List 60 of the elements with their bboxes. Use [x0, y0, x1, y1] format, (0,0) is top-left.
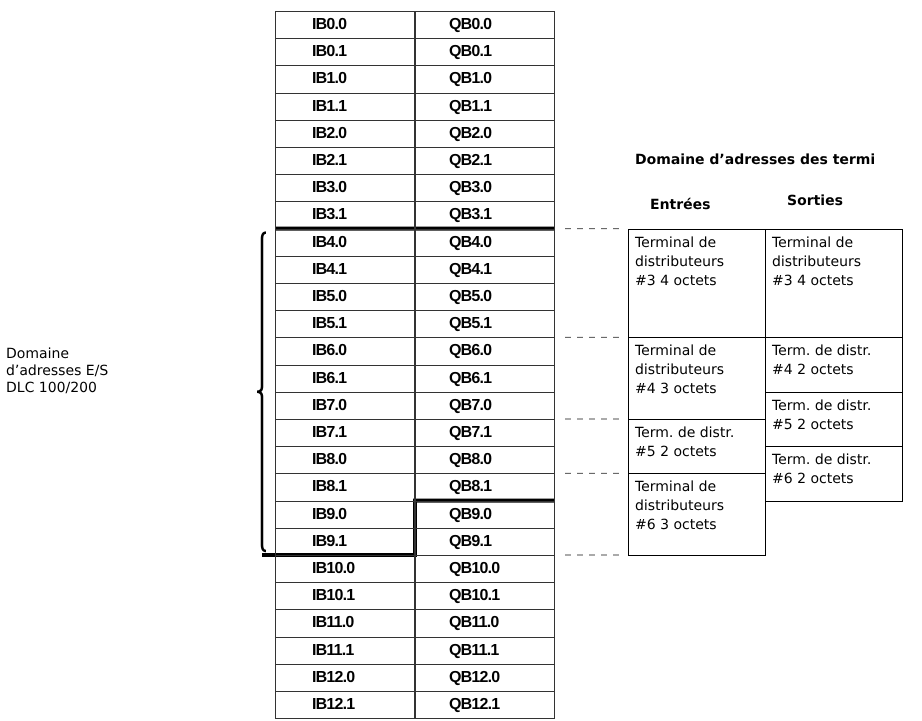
address-cell: QB7.0 [415, 392, 555, 420]
address-cell: IB10.0 [275, 555, 415, 584]
address-cell: IB0.0 [275, 11, 415, 40]
range-label: Domaine d’adresses E/S DLC 100/200 [6, 346, 110, 397]
address-cell: IB12.1 [275, 691, 415, 720]
address-cell: QB5.0 [415, 283, 555, 312]
address-cell: IB4.1 [275, 256, 415, 284]
address-cell: IB9.1 [275, 528, 415, 556]
address-cell: IB6.0 [275, 337, 415, 366]
address-cell: QB2.1 [415, 147, 555, 176]
address-cell: IB8.0 [275, 446, 415, 474]
address-cell: IB7.0 [275, 392, 415, 420]
address-cell: QB4.0 [415, 228, 555, 257]
address-cell: QB6.1 [415, 364, 555, 393]
address-cell: IB5.0 [275, 283, 415, 312]
address-cell: IB0.1 [275, 38, 415, 66]
address-cell: IB1.0 [275, 65, 415, 94]
column-header: Sorties [787, 193, 843, 209]
address-cell: IB8.1 [275, 473, 415, 502]
address-cell: QB3.0 [415, 174, 555, 202]
address-cell: QB6.0 [415, 337, 555, 366]
address-cell: QB1.0 [415, 65, 555, 94]
address-cell: QB7.1 [415, 419, 555, 448]
terminal-box: Terminal de distributeurs #3 4 octets [765, 228, 903, 338]
address-cell: QB1.1 [415, 92, 555, 121]
address-cell: QB0.0 [415, 11, 555, 40]
address-cell: QB11.0 [415, 609, 555, 638]
column-header: Entrées [650, 197, 710, 213]
address-cell: IB4.0 [275, 228, 415, 257]
address-cell: QB2.0 [415, 120, 555, 148]
address-cell: QB9.0 [415, 500, 555, 529]
address-cell: IB2.0 [275, 120, 415, 148]
address-cell: QB4.1 [415, 256, 555, 284]
address-cell: IB5.1 [275, 310, 415, 338]
address-cell: IB9.0 [275, 500, 415, 529]
terminal-box: Terminal de distributeurs #3 4 octets [628, 228, 766, 338]
address-cell: IB3.0 [275, 174, 415, 202]
address-cell: QB5.1 [415, 310, 555, 338]
terminal-box: Terminal de distributeurs #6 3 octets [628, 473, 766, 556]
address-cell: QB11.1 [415, 636, 555, 665]
address-cell: QB0.1 [415, 38, 555, 66]
address-cell: IB7.1 [275, 419, 415, 448]
address-cell: QB10.0 [415, 555, 555, 584]
address-cell: QB8.0 [415, 446, 555, 474]
address-cell: IB6.1 [275, 364, 415, 393]
address-cell: QB9.1 [415, 528, 555, 556]
address-cell: IB11.0 [275, 609, 415, 638]
address-cell: IB12.0 [275, 664, 415, 692]
address-cell: IB10.1 [275, 582, 415, 610]
address-cell: IB3.1 [275, 201, 415, 230]
terminal-box: Term. de distr. #6 2 octets [765, 446, 903, 502]
address-cell: QB3.1 [415, 201, 555, 230]
address-cell: QB8.1 [415, 473, 555, 502]
address-cell: IB1.1 [275, 92, 415, 121]
address-cell: QB10.1 [415, 582, 555, 610]
address-cell: IB2.1 [275, 147, 415, 176]
address-cell: QB12.1 [415, 691, 555, 720]
diagram-title: Domaine d’adresses des termi [635, 152, 876, 168]
address-cell: IB11.1 [275, 636, 415, 665]
address-cell: QB12.0 [415, 664, 555, 692]
